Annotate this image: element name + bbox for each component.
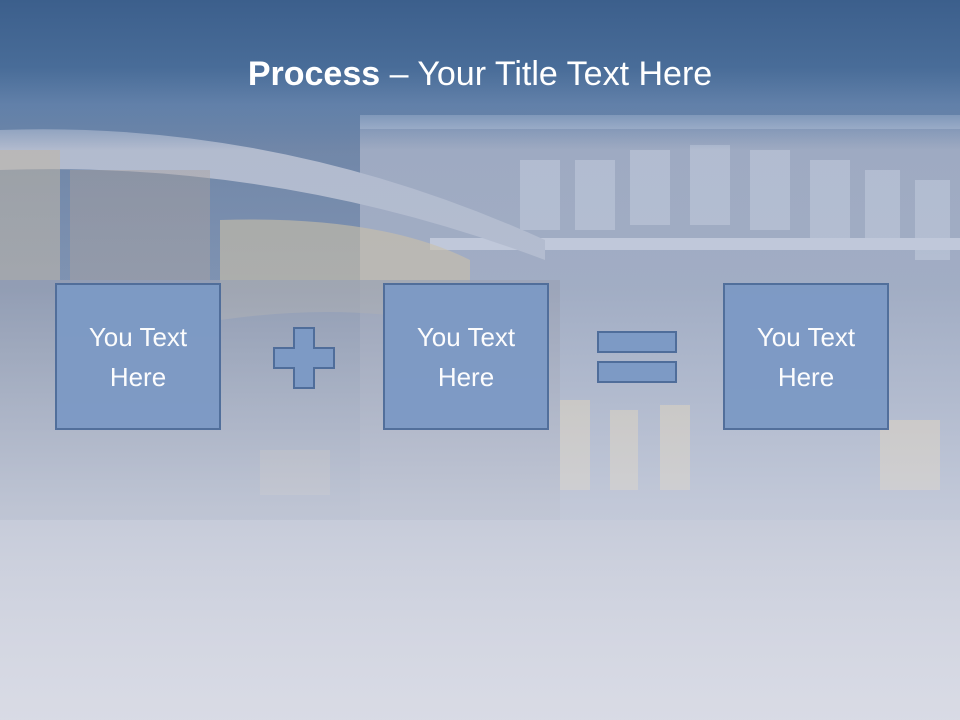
process-box-1[interactable]: You Text Here xyxy=(55,283,221,430)
process-box-3-text: You Text Here xyxy=(756,321,856,392)
title-band xyxy=(0,0,960,150)
equals-icon xyxy=(597,331,677,383)
slide-title: Process – Your Title Text Here xyxy=(0,52,960,96)
process-box-2-text: You Text Here xyxy=(416,321,516,392)
title-bold: Process xyxy=(247,55,381,93)
process-box-3[interactable]: You Text Here xyxy=(723,283,889,430)
plus-icon xyxy=(273,327,335,389)
process-box-2[interactable]: You Text Here xyxy=(383,283,549,430)
process-box-1-text: You Text Here xyxy=(88,321,188,392)
title-rest: – Your Title Text Here xyxy=(380,55,713,93)
